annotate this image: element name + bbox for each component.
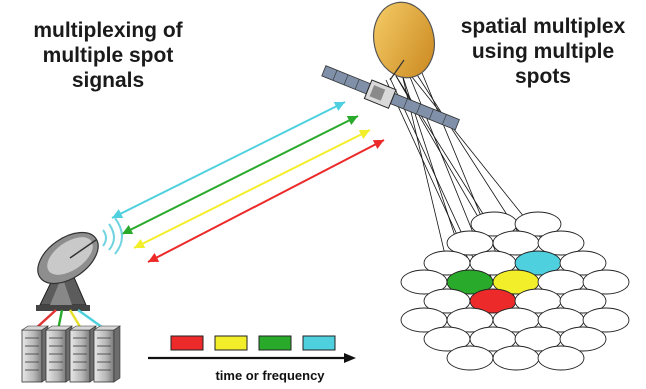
arrow-head bbox=[372, 140, 384, 150]
spot-cell bbox=[514, 211, 562, 237]
spot-cell bbox=[559, 288, 607, 314]
signal-arrows bbox=[111, 101, 385, 263]
arrow-head bbox=[112, 209, 124, 219]
right-title: spatial multiplex using multiple spots bbox=[460, 15, 626, 88]
server-unit bbox=[45, 325, 73, 383]
time-axis-label: time or frequency bbox=[215, 368, 325, 383]
satellite-icon bbox=[321, 1, 460, 131]
radio-waves-icon bbox=[102, 217, 123, 255]
spot-cell bbox=[492, 345, 540, 371]
server-unit bbox=[69, 325, 97, 383]
signal-arrow-green bbox=[121, 115, 359, 235]
spot-cell bbox=[537, 345, 585, 371]
arrow-head bbox=[346, 116, 358, 125]
spot-cell bbox=[582, 307, 630, 333]
block-red bbox=[170, 335, 204, 351]
multiplex-color-blocks bbox=[170, 335, 336, 351]
arrow-head bbox=[134, 239, 146, 248]
server-rack-icon bbox=[21, 325, 121, 383]
block-yellow bbox=[214, 335, 248, 351]
arrow-head bbox=[358, 130, 370, 139]
arrow-head bbox=[148, 252, 160, 262]
left-title: multiplexing of multiple spot signals bbox=[33, 19, 183, 92]
signal-arrow-red bbox=[147, 139, 385, 263]
spot-cell bbox=[537, 230, 585, 256]
block-green bbox=[258, 335, 292, 351]
arrow-head bbox=[333, 101, 345, 111]
signal-arrow-yellow bbox=[133, 129, 371, 249]
spot-cell bbox=[582, 269, 630, 295]
time-axis-arrow bbox=[148, 353, 356, 363]
ground-antenna-icon bbox=[36, 231, 99, 311]
spot-cell bbox=[559, 250, 607, 276]
server-unit bbox=[93, 325, 121, 383]
signal-arrow-cyan bbox=[111, 101, 346, 219]
arrow-head bbox=[122, 225, 134, 234]
beam-line bbox=[385, 79, 471, 264]
spot-cell-grid bbox=[400, 211, 630, 371]
server-unit bbox=[21, 325, 49, 383]
spot-cell bbox=[446, 345, 494, 371]
block-cyan bbox=[302, 335, 336, 351]
spot-cell bbox=[559, 326, 607, 352]
